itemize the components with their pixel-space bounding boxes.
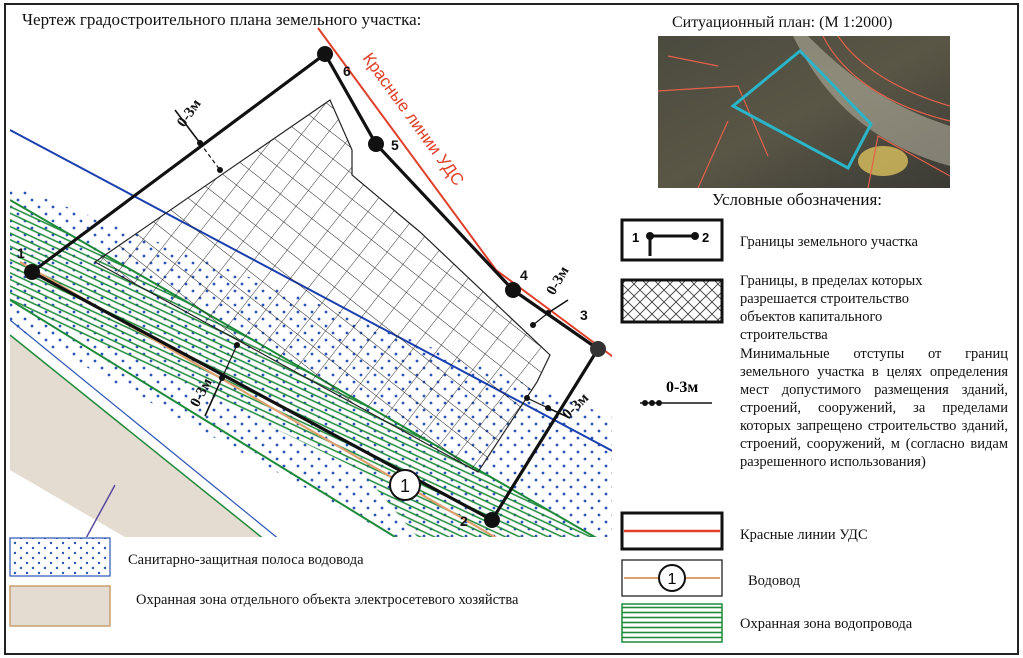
vertex-3 [590, 341, 606, 357]
vertex-label-3: 3 [580, 307, 588, 323]
situation-plan-image [658, 36, 950, 188]
vertex-1 [24, 264, 40, 280]
parcel-drawing: 1 2 3 4 5 6 0-3м 0-3м 0-3м 0-3м Красные … [10, 27, 612, 537]
legend-water-pipe-label: Водовод [748, 573, 801, 589]
svg-text:1: 1 [400, 476, 410, 496]
legend-boundary-swatch: 1 2 [620, 218, 724, 262]
vertex-label-4: 4 [520, 267, 528, 283]
vertex-5 [368, 136, 384, 152]
setback-arrow [530, 299, 569, 328]
legend-water-zone-swatch [621, 603, 723, 643]
setback-arrow [524, 395, 571, 419]
vertex-6 [317, 46, 333, 62]
legend-water-zone-label: Охранная зона водопровода [740, 616, 913, 632]
water-pipe-marker: 1 [389, 469, 421, 501]
vertex-label-1: 1 [17, 245, 25, 261]
drawing-title: Чертеж градостроительного плана земельно… [22, 10, 422, 29]
legend-sanitary-label: Санитарно-защитная полоса водовода [128, 552, 364, 568]
situation-plan-title: Ситуационный план: (М 1:2000) [672, 14, 893, 31]
svg-text:1: 1 [668, 571, 677, 588]
legend-red-lines-label: Красные линии УДС [740, 527, 868, 543]
setback-arrow [204, 342, 240, 417]
electric-zone-border [10, 319, 278, 537]
svg-text:1: 1 [632, 230, 639, 245]
vertex-label-5: 5 [391, 137, 399, 153]
legend-boundary-label: Границы земельного участка [740, 234, 918, 250]
red-line [317, 27, 497, 271]
legend-electric-swatch [9, 585, 111, 627]
legend-setback-label: Минимальные отступы от границ земельного… [740, 346, 1008, 470]
legend-electric-label: Охранная зона отдельного объекта электро… [136, 592, 519, 608]
legend-water-pipe-swatch: 1 [621, 559, 723, 597]
vertex-4 [505, 282, 521, 298]
svg-text:0-3м: 0-3м [666, 379, 698, 396]
bottom-legend-swatches [9, 537, 111, 627]
legend-red-lines-swatch [620, 511, 724, 551]
legend-setback-swatch: 0-3м [640, 379, 712, 406]
legend-build-area-label: Границы, в пределах которых разрешается … [740, 273, 923, 343]
legend-title: Условные обозначения: [712, 190, 883, 209]
vertex-2 [484, 512, 500, 528]
water-zone-border [10, 299, 398, 537]
electric-zone-border [10, 334, 263, 537]
building-area [93, 99, 551, 473]
legend-swatches: 1 2 0-3м 1 [620, 218, 724, 643]
vertex-label-6: 6 [343, 63, 351, 79]
vertex-label-2: 2 [460, 513, 468, 529]
legend-sanitary-swatch [9, 537, 111, 577]
svg-text:2: 2 [702, 230, 709, 245]
electric-line [85, 484, 116, 537]
legend-build-area-swatch [620, 278, 724, 324]
setback-arrow [174, 109, 223, 173]
